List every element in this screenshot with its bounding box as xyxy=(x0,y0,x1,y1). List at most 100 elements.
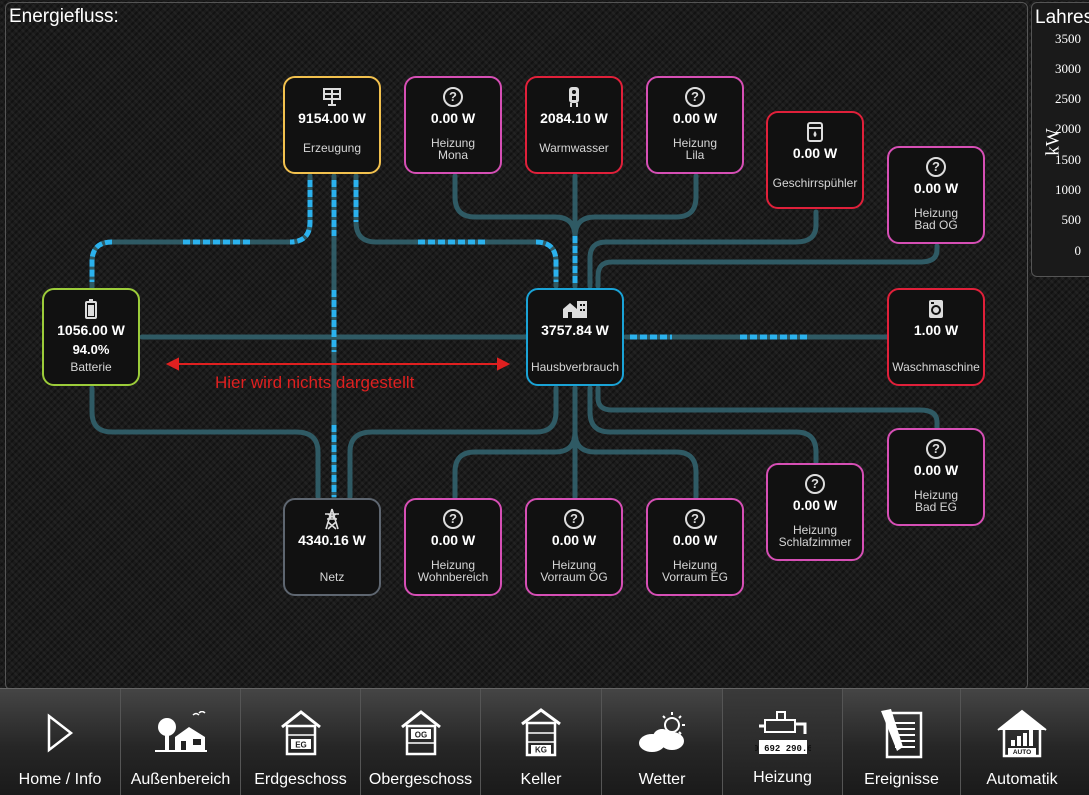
node-warmwasser[interactable]: 2084.10 W Warmwasser xyxy=(525,76,623,174)
node-value: 0.00 W xyxy=(551,532,597,548)
flow-active-erzeugung-batterie xyxy=(89,180,313,282)
nav-label: Wetter xyxy=(638,771,686,788)
weather-icon xyxy=(639,712,685,752)
node-label: Batterie xyxy=(70,360,112,374)
house-kg-icon: KG xyxy=(521,708,561,757)
node-label: Netz xyxy=(319,570,345,584)
node-label: Waschmaschine xyxy=(892,360,980,374)
question-icon: ? xyxy=(564,509,584,529)
water-heater-icon xyxy=(569,87,579,107)
svg-text:EG: EG xyxy=(295,741,307,750)
node-value: 2084.10 W xyxy=(540,110,608,126)
panel-title: Energiefluss: xyxy=(9,6,119,27)
side-chart-panel: Lahres 3500 3000 2500 2000 1500 1000 500… xyxy=(1031,2,1089,277)
node-value: 4340.16 W xyxy=(298,532,366,548)
energy-flow-lines xyxy=(89,173,940,500)
y-tick-label: 2000 xyxy=(1055,121,1081,136)
node-value: 1056.00 W xyxy=(57,322,125,338)
y-tick-label: 0 xyxy=(1074,243,1082,258)
house-eg-icon: EG xyxy=(280,710,321,756)
flow-line-haus-netz xyxy=(347,385,559,500)
node-value: 3757.84 W xyxy=(541,322,609,338)
node-value: 0.00 W xyxy=(792,145,838,161)
question-icon: ? xyxy=(926,157,946,177)
node-geschirrspueler[interactable]: 0.00 W Geschirrspühler xyxy=(766,111,864,209)
annotation-text: Hier wird nichts dargestellt xyxy=(215,373,415,392)
svg-text:AUTO: AUTO xyxy=(1013,749,1031,756)
nav-ereignisse[interactable]: Ereignisse xyxy=(843,689,961,795)
node-value: 9154.00 W xyxy=(298,110,366,126)
nav-label: Obergeschoss xyxy=(368,771,473,788)
node-value: 0.00 W xyxy=(672,110,718,126)
y-tick-label: 1000 xyxy=(1055,182,1081,197)
flow-active-erzeugung-haus xyxy=(353,180,559,282)
dishwasher-icon xyxy=(807,122,823,142)
flow-line-haus-badeg xyxy=(595,385,940,431)
node-percent: 94.0% xyxy=(72,342,110,357)
nav-label: Ereignisse xyxy=(864,771,939,788)
node-erzeugung[interactable]: 9154.00 W Erzeugung xyxy=(283,76,381,174)
flow-line-haus-vorraumeg xyxy=(572,429,699,500)
nav-obergeschoss[interactable]: OG Obergeschoss xyxy=(361,689,481,795)
nav-label: Home / Info xyxy=(18,771,102,788)
nav-label: Heizung xyxy=(753,769,812,786)
y-tick-label: 500 xyxy=(1061,212,1082,227)
nav-automatik[interactable]: AUTO Automatik xyxy=(961,689,1083,795)
heating-meter-icon: 0 692 290.6 xyxy=(755,711,811,754)
nav-erdgeschoss[interactable]: EG Erdgeschoss xyxy=(241,689,361,795)
flow-line-haus-schlafzimmer xyxy=(587,385,819,465)
house-og-icon: OG xyxy=(400,710,441,756)
node-waschmaschine[interactable]: 1.00 W Waschmaschine xyxy=(887,288,985,386)
transmission-tower-icon xyxy=(325,508,339,530)
question-icon: ? xyxy=(443,509,463,529)
node-value: 0.00 W xyxy=(913,462,959,478)
nav-home-info[interactable]: Home / Info xyxy=(0,689,121,795)
nav-label: Erdgeschoss xyxy=(254,771,347,788)
house-garden-icon xyxy=(154,711,207,752)
node-label: Warmwasser xyxy=(539,141,609,155)
node-batterie[interactable]: 1056.00 W 94.0% Batterie xyxy=(42,288,140,386)
node-value: 0.00 W xyxy=(672,532,718,548)
svg-text:OG: OG xyxy=(414,731,426,740)
y-axis-unit: kW xyxy=(1042,128,1064,156)
question-icon: ? xyxy=(685,87,705,107)
nav-wetter[interactable]: Wetter xyxy=(602,689,723,795)
node-value: 0.00 W xyxy=(430,532,476,548)
node-netz[interactable]: 4340.16 W Netz xyxy=(283,498,381,596)
play-icon xyxy=(47,713,74,753)
notes-icon xyxy=(880,709,922,759)
node-value: 0.00 W xyxy=(792,497,838,513)
question-icon: ? xyxy=(685,509,705,529)
house-auto-icon: AUTO xyxy=(997,709,1047,758)
node-value: 1.00 W xyxy=(913,322,959,338)
question-icon: ? xyxy=(926,439,946,459)
nav-keller[interactable]: KG Keller xyxy=(481,689,602,795)
nav-heizung[interactable]: 0 692 290.6 Heizung xyxy=(723,689,843,795)
svg-text:0 692 290.6: 0 692 290.6 xyxy=(755,744,811,754)
node-hausverbrauch[interactable]: 3757.84 W Hausbverbrauch xyxy=(526,288,624,386)
solar-panel-icon xyxy=(323,88,341,106)
house-icon xyxy=(563,301,587,318)
question-icon: ? xyxy=(805,474,825,494)
washing-machine-icon xyxy=(929,300,943,318)
side-chart-title: Lahres xyxy=(1035,7,1089,28)
flow-line-erzeugung-batterie xyxy=(89,173,313,291)
battery-icon xyxy=(85,299,97,319)
flow-line-geschirr-haus xyxy=(587,209,819,289)
nav-aussenbereich[interactable]: Außenbereich xyxy=(121,689,241,795)
